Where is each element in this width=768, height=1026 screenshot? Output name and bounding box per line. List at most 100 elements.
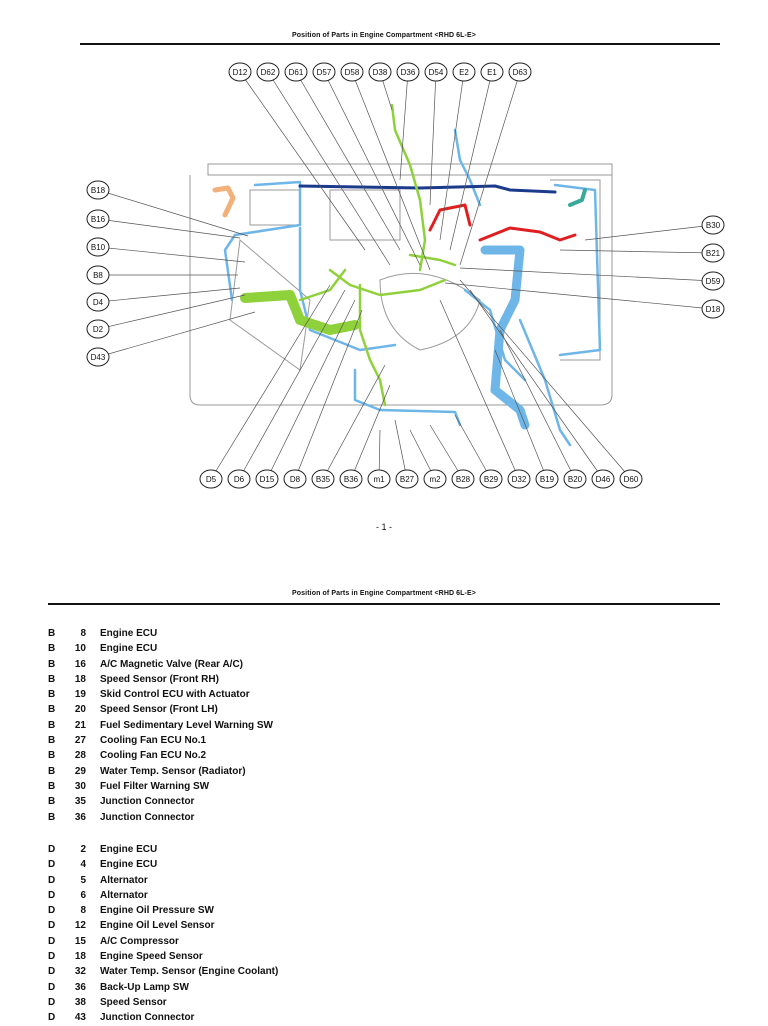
callout-circle <box>86 292 110 312</box>
harness-green <box>240 290 360 335</box>
part-name: Junction Connector <box>100 1012 195 1024</box>
callout-label: D46 <box>596 475 611 484</box>
callout-label: D5 <box>206 475 217 484</box>
part-number: 32 <box>74 966 86 978</box>
callout-circle <box>86 209 110 229</box>
callout-circle <box>86 347 110 367</box>
part-row: B 8 Engine ECU <box>48 626 273 641</box>
callout-circle <box>479 469 503 489</box>
callout-circle <box>451 469 475 489</box>
callout-label: E2 <box>459 68 469 77</box>
callout-label: B28 <box>456 475 471 484</box>
part-name: Cooling Fan ECU No.2 <box>100 750 207 762</box>
part-name: Engine Speed Sensor <box>100 951 203 963</box>
leader-line <box>394 419 408 480</box>
harness-blue <box>553 183 602 357</box>
callout-label: D54 <box>429 68 444 77</box>
callout-label: D32 <box>512 475 527 484</box>
leader-line <box>97 294 246 330</box>
callout-label: B16 <box>91 215 106 224</box>
callout-label: m2 <box>429 475 441 484</box>
leader-line <box>449 71 493 251</box>
part-number: 43 <box>74 1012 86 1024</box>
leader-line <box>499 329 576 480</box>
part-name: A/C Magnetic Valve (Rear A/C) <box>100 658 244 670</box>
part-name: Alternator <box>100 874 148 886</box>
part-name: Engine ECU <box>100 628 158 639</box>
harness-orange <box>212 185 236 218</box>
part-number: 35 <box>74 796 86 808</box>
callout-label: D62 <box>261 68 276 77</box>
part-prefix: D <box>48 951 56 963</box>
harness-blue <box>518 318 572 447</box>
part-number: 8 <box>80 628 86 639</box>
part-name: Fuel Sedimentary Level Warning SW <box>100 719 273 731</box>
part-prefix: B <box>48 765 56 777</box>
callout-circle <box>227 469 251 489</box>
title-rule-2 <box>48 603 720 605</box>
callout-label: E1 <box>487 68 497 77</box>
part-number: 30 <box>74 780 86 792</box>
wire-harnesses <box>212 103 602 447</box>
part-prefix: D <box>48 920 56 932</box>
callout-label: D8 <box>290 475 301 484</box>
part-number: 28 <box>74 750 86 762</box>
part-number: 8 <box>80 905 86 917</box>
callout-label: D2 <box>93 325 104 334</box>
part-name: Engine Oil Pressure SW <box>100 905 214 917</box>
part-number: 16 <box>74 658 86 670</box>
callout-circle <box>701 271 725 291</box>
harness-green <box>328 268 447 297</box>
part-number: 36 <box>74 981 86 993</box>
callout-label: B29 <box>484 475 499 484</box>
callout-label: B21 <box>706 249 721 258</box>
callout-circle <box>507 469 531 489</box>
leader-line <box>459 267 714 282</box>
callout-label: B35 <box>316 475 331 484</box>
callout-label: D15 <box>260 475 275 484</box>
callout-label: B20 <box>568 475 583 484</box>
leader-line <box>267 71 391 266</box>
part-name: Engine ECU <box>100 844 158 855</box>
part-name: Junction Connector <box>100 796 195 808</box>
part-row: B 16 A/C Magnetic Valve (Rear A/C) <box>48 657 273 672</box>
callout-circle <box>283 469 307 489</box>
callout-label: D57 <box>317 68 332 77</box>
callout-label: B10 <box>91 243 106 252</box>
part-number: 29 <box>74 765 86 777</box>
callout-circle <box>368 62 392 82</box>
callout-label: D63 <box>513 68 528 77</box>
harness-green <box>358 283 387 407</box>
callout-circle <box>199 469 223 489</box>
leader-line <box>459 279 632 480</box>
leader-line <box>454 414 492 480</box>
callout-label: D18 <box>706 305 721 314</box>
leader-line <box>239 71 366 251</box>
leader-line <box>97 287 241 303</box>
part-number: 5 <box>80 874 86 886</box>
callout-circle <box>367 469 391 489</box>
part-name: Speed Sensor (Front LH) <box>100 704 218 716</box>
part-number: 19 <box>74 689 86 701</box>
part-prefix: D <box>48 859 56 871</box>
part-name: A/C Compressor <box>100 935 179 947</box>
harness-green <box>408 253 457 267</box>
leader-line <box>294 309 363 480</box>
part-number: 15 <box>74 935 86 947</box>
leader-line <box>399 71 409 181</box>
callout-circle <box>86 180 110 200</box>
callout-label: D38 <box>373 68 388 77</box>
part-name: Back-Up Lamp SW <box>100 981 189 993</box>
part-prefix: B <box>48 628 56 639</box>
part-prefix: B <box>48 658 56 670</box>
leader-line <box>429 71 437 206</box>
